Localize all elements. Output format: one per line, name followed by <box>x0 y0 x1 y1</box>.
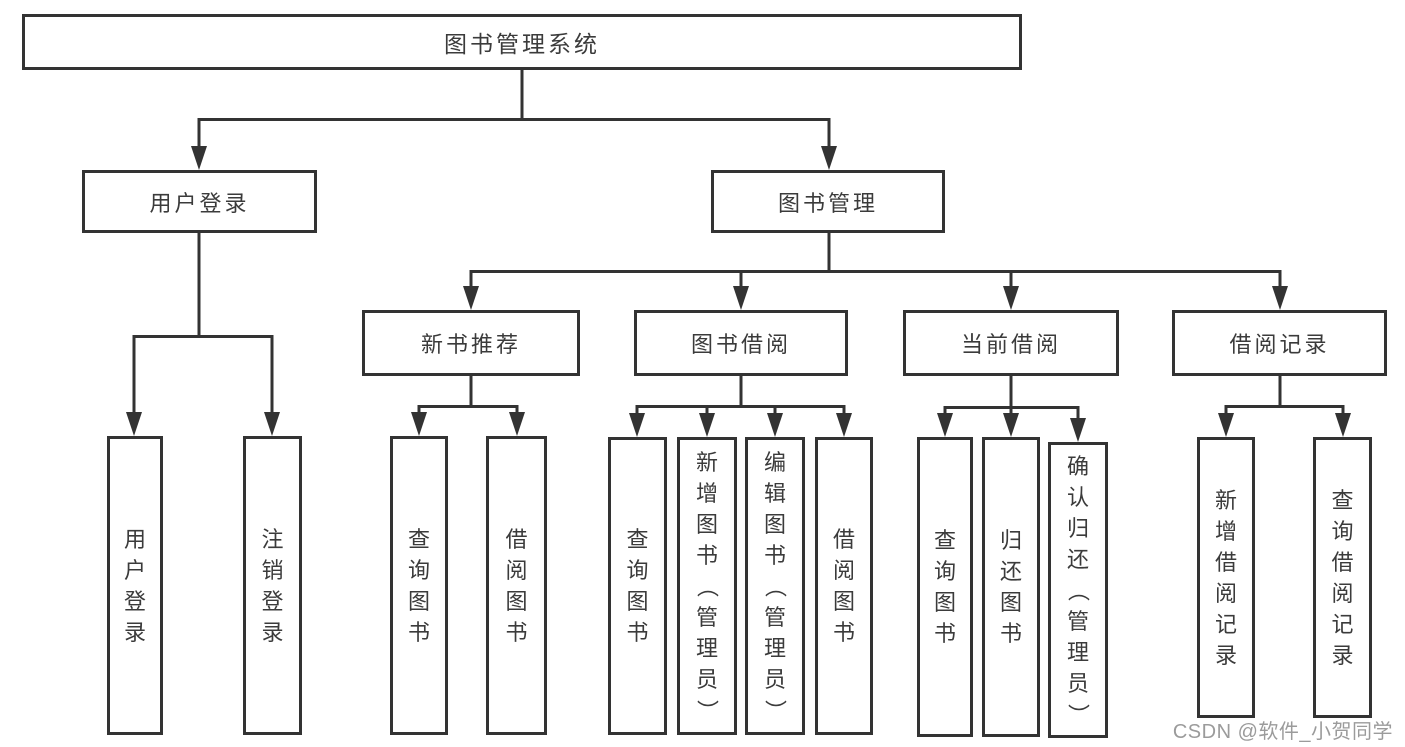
leaf-query-books-recommend: 查询图书 <box>390 436 448 735</box>
node-book-management-label: 图书管理 <box>777 190 878 216</box>
leaf-return-books: 归还图书 <box>982 437 1040 737</box>
csdn-watermark: CSDN @软件_小贺同学 <box>1172 721 1393 743</box>
connector-user-login-children <box>126 233 280 436</box>
leaf-borrow-books-recommend-label: 借阅图书 <box>505 526 528 645</box>
leaf-borrow-books-borrow: 借阅图书 <box>815 437 873 735</box>
node-user-login: 用户登录 <box>82 170 317 233</box>
node-root-label: 图书管理系统 <box>444 31 600 57</box>
leaf-query-books-borrow-label: 查询图书 <box>626 527 649 645</box>
leaf-user-login: 用户登录 <box>107 436 163 735</box>
connector-new-book-recommend-children <box>411 376 525 436</box>
node-book-borrow: 图书借阅 <box>634 310 848 376</box>
node-borrow-records: 借阅记录 <box>1172 310 1387 376</box>
leaf-borrow-books-recommend: 借阅图书 <box>486 436 547 735</box>
node-book-management: 图书管理 <box>711 170 945 233</box>
leaf-add-books-admin-label: 新增图书（管理员） <box>694 449 720 722</box>
leaf-user-login-label: 用户登录 <box>123 526 146 645</box>
leaf-query-borrow-record-label: 查询借阅记录 <box>1331 487 1354 668</box>
node-book-borrow-label: 图书借阅 <box>690 332 791 357</box>
leaf-query-books-recommend-label: 查询图书 <box>407 526 430 645</box>
leaf-query-books-current: 查询图书 <box>917 437 973 737</box>
leaf-query-books-borrow: 查询图书 <box>608 437 667 735</box>
leaf-confirm-return-admin: 确认归还（管理员） <box>1048 442 1108 738</box>
connector-book-borrow-children <box>629 376 852 437</box>
node-current-borrow-label: 当前借阅 <box>960 332 1061 357</box>
leaf-confirm-return-admin-label: 确认归还（管理员） <box>1065 453 1091 726</box>
node-root: 图书管理系统 <box>22 14 1022 70</box>
node-user-login-label: 用户登录 <box>149 190 250 216</box>
leaf-add-borrow-record-label: 新增借阅记录 <box>1214 487 1237 668</box>
leaf-edit-books-admin-label: 编辑图书（管理员） <box>762 449 788 722</box>
leaf-add-books-admin: 新增图书（管理员） <box>677 437 737 735</box>
leaf-logout-label: 注销登录 <box>261 526 284 645</box>
leaf-borrow-books-borrow-label: 借阅图书 <box>832 527 855 645</box>
leaf-query-borrow-record: 查询借阅记录 <box>1313 437 1372 718</box>
leaf-add-borrow-record: 新增借阅记录 <box>1197 437 1255 718</box>
node-current-borrow: 当前借阅 <box>903 310 1119 376</box>
node-new-book-recommend: 新书推荐 <box>362 310 580 376</box>
leaf-return-books-label: 归还图书 <box>999 528 1022 646</box>
leaf-query-books-current-label: 查询图书 <box>933 528 956 646</box>
connector-current-borrow-children <box>937 376 1086 442</box>
leaf-edit-books-admin: 编辑图书（管理员） <box>745 437 805 735</box>
connector-borrow-records-children <box>1218 376 1351 437</box>
leaf-logout: 注销登录 <box>243 436 302 735</box>
connector-book-management-children <box>463 233 1288 310</box>
node-borrow-records-label: 借阅记录 <box>1229 332 1330 357</box>
node-new-book-recommend-label: 新书推荐 <box>420 332 521 357</box>
connector-root-to-level1 <box>191 70 837 170</box>
